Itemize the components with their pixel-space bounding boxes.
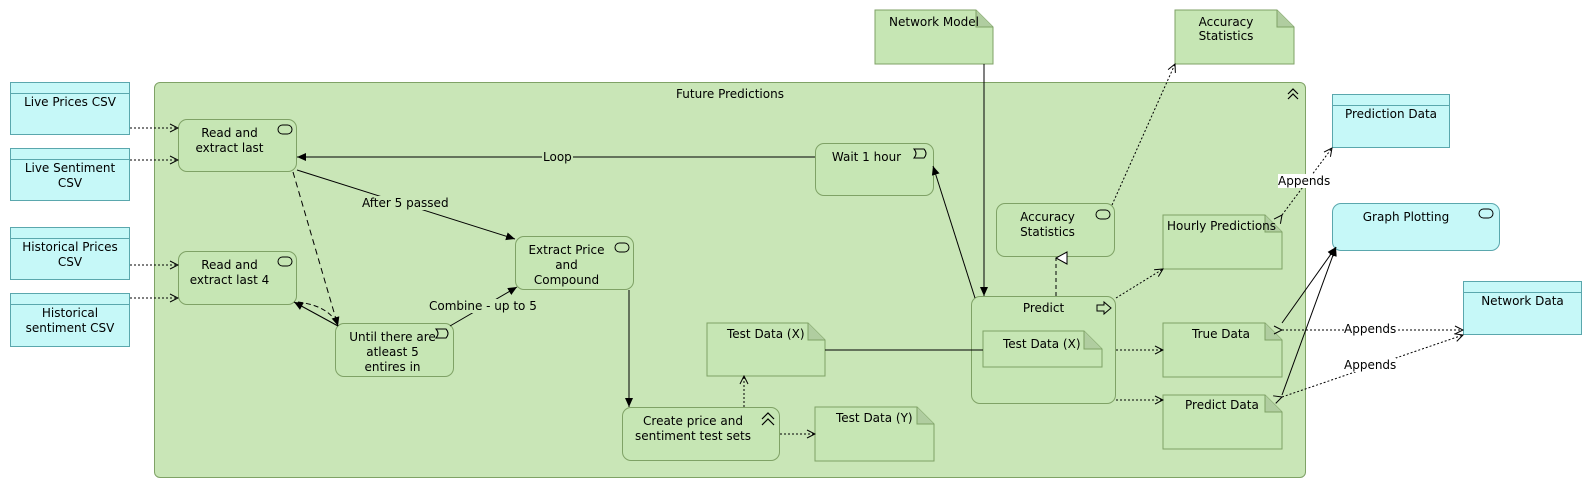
until-five-entries-event[interactable]: Until there are atleast 5 entires in [335,323,454,377]
collapse-chevron-icon[interactable] [1286,87,1300,101]
appends-network-label: Appends [1344,322,1397,336]
until-five-label: Until there are atleast 5 entires in [349,330,436,374]
network-data-node[interactable]: Network Data [1463,281,1582,335]
predict-data-label: Predict Data [1185,398,1259,412]
read-extract-last-label: Read and extract last [195,126,264,155]
loop-label: Loop [542,150,573,164]
live-prices-csv[interactable]: Live Prices CSV [10,82,130,135]
extract-label: Extract Price and Compound [528,243,605,287]
interface-arrow-icon [1096,300,1112,316]
prediction-data-label: Prediction Data [1344,107,1438,121]
read-extract-last4-process[interactable]: Read and extract last 4 [178,251,297,305]
wait-label: Wait 1 hour [831,150,902,164]
extract-price-compound-process[interactable]: Extract Price and Compound [515,236,634,290]
process-icon [1478,208,1494,219]
test-y-label: Test Data (Y) [836,411,913,425]
after-five-label: After 5 passed [362,196,449,210]
create-test-sets-process[interactable]: Create price and sentiment test sets [622,407,780,461]
network-model-label: Network Model [889,15,979,29]
graph-plotting-process[interactable]: Graph Plotting [1332,203,1500,251]
event-icon [912,148,927,159]
true-data-label: True Data [1192,327,1250,341]
historical-sentiment-csv[interactable]: Historical sentiment CSV [10,293,130,347]
historical-sentiment-label: Historical sentiment CSV [25,306,115,335]
accuracy-stats-artifact-label: Accuracy Statistics [1198,15,1254,43]
appends-predict-label: Appends [1344,358,1397,372]
event-icon [434,328,449,339]
appends-prediction-label: Appends [1278,174,1331,188]
collapse-chevron-icon[interactable] [761,412,775,426]
network-data-label: Network Data [1481,294,1564,308]
accuracy-statistics-artifact[interactable] [1174,9,1295,65]
predict-label: Predict [1022,301,1065,315]
graph-plotting-label: Graph Plotting [1362,210,1450,224]
process-icon [277,256,293,267]
test-data-x-artifact[interactable] [706,322,826,377]
historical-prices-label: Historical Prices CSV [22,240,118,269]
read-extract-last4-label: Read and extract last 4 [189,258,270,287]
hourly-predictions-artifact[interactable] [1162,214,1283,270]
combine-label: Combine - up to 5 [429,299,537,313]
live-prices-label: Live Prices CSV [24,95,116,109]
live-sentiment-csv[interactable]: Live Sentiment CSV [10,148,130,201]
test-data-x-inner-artifact[interactable] [982,330,1103,368]
network-model-artifact[interactable] [874,9,994,65]
live-sentiment-label: Live Sentiment CSV [24,161,116,190]
create-sets-label: Create price and sentiment test sets [635,414,751,443]
process-icon [277,124,293,135]
process-icon [614,242,630,253]
process-icon [1095,209,1111,220]
prediction-data-node[interactable]: Prediction Data [1332,94,1450,148]
test-x-label: Test Data (X) [727,327,805,341]
historical-prices-csv[interactable]: Historical Prices CSV [10,227,130,280]
test-x-inner-label: Test Data (X) [1003,337,1081,351]
test-data-y-artifact[interactable] [814,406,935,462]
accuracy-statistics-process[interactable]: Accuracy Statistics [996,203,1115,257]
accuracy-process-label: Accuracy Statistics [1020,210,1075,239]
wait-one-hour-event[interactable]: Wait 1 hour [815,143,934,196]
hourly-predictions-label: Hourly Predictions [1167,219,1277,233]
container-title: Future Predictions [676,87,784,101]
read-extract-last-process[interactable]: Read and extract last [178,119,297,172]
